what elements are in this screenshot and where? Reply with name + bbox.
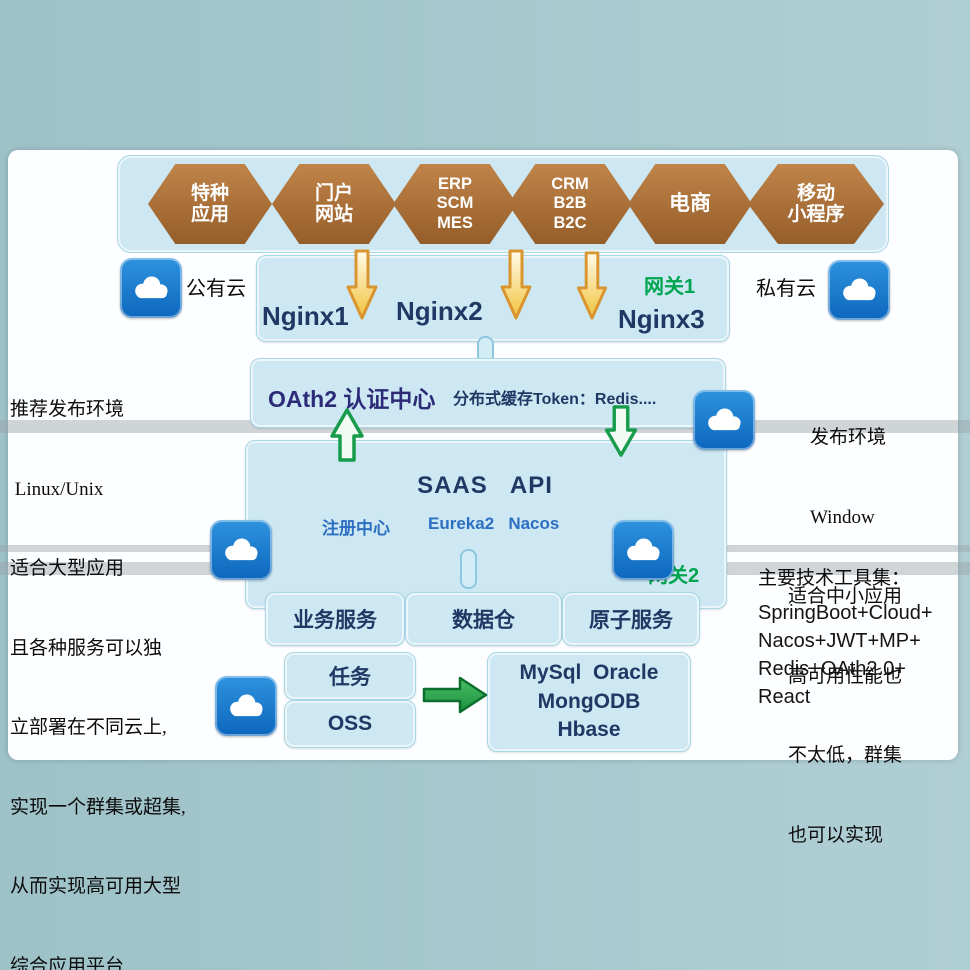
- note-line: 高可用性能也: [788, 665, 903, 687]
- right-environment-note: 发布环境 Window 适合中小应用 高可用性能也 不太低，群集 也可以实现: [788, 372, 960, 902]
- note-line: 适合大型应用: [10, 558, 125, 579]
- database-line: Hbase: [557, 718, 621, 742]
- down-arrow-icon-1: [345, 248, 379, 322]
- database-box: MySql Oracle MongODB Hbase: [487, 652, 691, 752]
- note-line: 适合中小应用: [788, 586, 903, 607]
- data-warehouse-label: 数据仓: [452, 609, 515, 632]
- tech-stack-note: 主要技术工具集： SpringBoot+Cloud+ Nacos+JWT+MP+…: [758, 566, 933, 711]
- hexagon-crm-b2b-b2c: CRM B2B B2C: [508, 164, 632, 244]
- tech-stack-title: 主要技术工具集：: [758, 568, 911, 589]
- note-line: 发布环境: [810, 427, 887, 448]
- nginx-gateway-box: [256, 255, 730, 342]
- tech-stack-line: Redis+OAth2.0+: [758, 657, 906, 680]
- business-service-box: 业务服务: [265, 592, 405, 646]
- note-line: 推荐发布环境: [10, 399, 125, 420]
- auth-title: OAth2 认证中心: [268, 386, 436, 412]
- hexagon-special-app: 特种 应用: [148, 164, 272, 244]
- task-box: 任务: [284, 652, 416, 700]
- oss-label: OSS: [327, 712, 373, 735]
- hexagon-portal: 门户 网站: [272, 164, 396, 244]
- tech-stack-line: React: [758, 685, 811, 708]
- nginx3-label: Nginx3: [618, 304, 705, 334]
- note-line: 综合应用平台: [10, 955, 125, 970]
- cloud-icon-auth: [693, 390, 755, 450]
- task-label: 任务: [329, 666, 371, 689]
- hexagon-erp-scm-mes: ERP SCM MES: [393, 164, 517, 244]
- registry-label: 注册中心: [322, 519, 390, 538]
- note-line: 实现一个群集或超集,: [10, 796, 186, 818]
- hexagon-ecommerce: 电商: [628, 164, 752, 244]
- hex-label-line: 小程序: [787, 204, 845, 225]
- note-line: Window: [810, 506, 875, 528]
- hex-label-line: 特种: [190, 182, 229, 204]
- public-cloud-label: 公有云: [186, 278, 246, 300]
- cloud-icon-private: [828, 260, 890, 320]
- note-line: 且各种服务可以独: [10, 637, 163, 659]
- database-line: MongODB: [537, 689, 641, 713]
- note-line: 也可以实现: [788, 824, 884, 846]
- hex-label-line: B2C: [553, 213, 587, 232]
- right-arrow-icon: [420, 672, 490, 718]
- down-arrow-icon-auth: [603, 404, 639, 458]
- hex-label-line: SCM: [436, 194, 474, 213]
- gateway1-label: 网关1: [644, 276, 696, 298]
- connector: [460, 549, 477, 589]
- registry-values: Eureka2 Nacos: [428, 514, 560, 533]
- hex-label-line: 应用: [190, 204, 229, 225]
- down-arrow-icon-3: [575, 250, 609, 322]
- down-arrow-icon-2: [499, 248, 533, 322]
- cloud-icon-public: [120, 258, 182, 318]
- data-warehouse-box: 数据仓: [405, 592, 562, 646]
- nginx1-label: Nginx1: [262, 301, 349, 331]
- hex-label-line: 门户: [314, 182, 353, 204]
- hexagon-mini-program: 移动 小程序: [748, 164, 884, 244]
- private-cloud-label: 私有云: [756, 278, 816, 300]
- note-line: 立部署在不同云上,: [10, 717, 167, 738]
- tech-stack-line: SpringBoot+Cloud+: [758, 601, 933, 624]
- hex-label-line: CRM: [551, 174, 589, 193]
- note-line: Linux/Unix: [10, 478, 104, 500]
- cloud-icon-storage: [215, 676, 277, 736]
- tech-stack-line: Nacos+JWT+MP+: [758, 629, 921, 652]
- cloud-icon-saas-left: [210, 520, 272, 580]
- hex-label-line: 网站: [314, 204, 353, 225]
- auth-center-box: [250, 358, 726, 428]
- database-line: MySql Oracle: [519, 661, 659, 685]
- business-service-label: 业务服务: [293, 609, 377, 632]
- nginx2-label: Nginx2: [396, 296, 483, 326]
- hex-label-line: 移动: [796, 182, 835, 204]
- cloud-icon-saas-right: [612, 520, 674, 580]
- note-line: 从而实现高可用大型: [10, 876, 182, 897]
- auth-cache-label: 分布式缓存Token：Redis....: [453, 391, 657, 408]
- hex-label-line: ERP: [438, 174, 472, 193]
- hex-label-line: B2B: [553, 194, 587, 213]
- left-environment-note: 推荐发布环境 Linux/Unix 适合大型应用 且各种服务可以独 立部署在不同…: [10, 344, 186, 970]
- hex-label-line: 电商: [669, 192, 711, 216]
- oss-box: OSS: [284, 700, 416, 748]
- atomic-service-label: 原子服务: [589, 609, 673, 632]
- hex-label-line: MES: [437, 213, 473, 232]
- saas-api-title: SAAS API: [417, 472, 553, 499]
- note-line: 不太低，群集: [788, 745, 903, 766]
- atomic-service-box: 原子服务: [562, 592, 700, 646]
- up-arrow-icon: [329, 407, 365, 463]
